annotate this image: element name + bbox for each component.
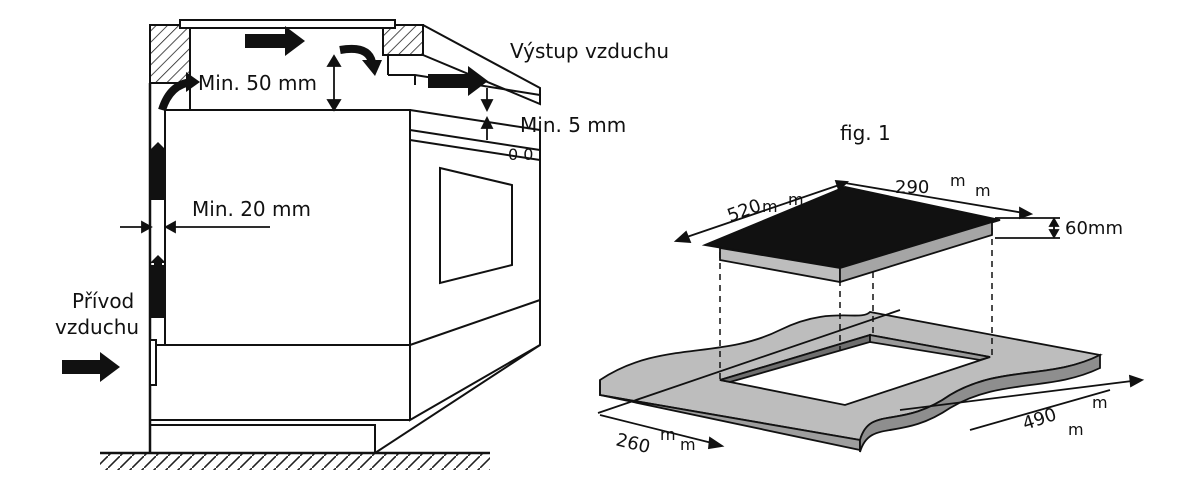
curved-arrow-icon	[339, 44, 376, 64]
cutout-depth-unit-1: m	[660, 425, 676, 444]
hob-width-unit-2: m	[788, 190, 804, 209]
min-top-label: Min. 50 mm	[198, 71, 317, 95]
projection-lines	[719, 228, 993, 380]
hob-depth-value: 290	[895, 177, 929, 198]
floor-hatch	[100, 454, 490, 470]
arrow-right-icon	[62, 352, 120, 382]
hob-width-unit-1: m	[762, 197, 778, 216]
air-inlet-label-2: vzduchu	[55, 315, 139, 339]
air-outlet-label: Výstup vzduchu	[510, 39, 669, 63]
arrow-right-icon	[245, 26, 305, 56]
arrow-right-icon	[428, 66, 488, 96]
hob-depth-unit-2: m	[975, 181, 991, 200]
min-gap-label: Min. 5 mm	[520, 113, 626, 137]
cutout-depth-value: 260	[614, 429, 652, 458]
hob-width-value: 520	[725, 195, 764, 226]
cutout-dimension-lines	[597, 309, 1145, 450]
figure-label: fig. 1	[840, 121, 891, 145]
cutout-depth-unit-2: m	[680, 435, 696, 454]
countertop-right-hatch	[382, 24, 424, 56]
countertop-left-hatch	[149, 24, 191, 84]
hob-height-value: 60mm	[1065, 218, 1123, 239]
cutout-width-unit-1: m	[1068, 420, 1084, 439]
airflow-arrows	[62, 26, 488, 382]
hob-depth-unit-1: m	[950, 171, 966, 190]
air-inlet-label-1: Přívod	[72, 289, 134, 313]
cutout-width-value: 490	[1020, 404, 1059, 435]
worktop-slab	[599, 311, 1103, 453]
hob-dimension-lines	[673, 179, 1060, 244]
control-knobs: 0 0	[508, 145, 533, 164]
cutout-width-unit-2: m	[1092, 393, 1108, 412]
dimension-markers	[120, 54, 494, 234]
hob	[701, 186, 1001, 284]
min-side-label: Min. 20 mm	[192, 197, 311, 221]
